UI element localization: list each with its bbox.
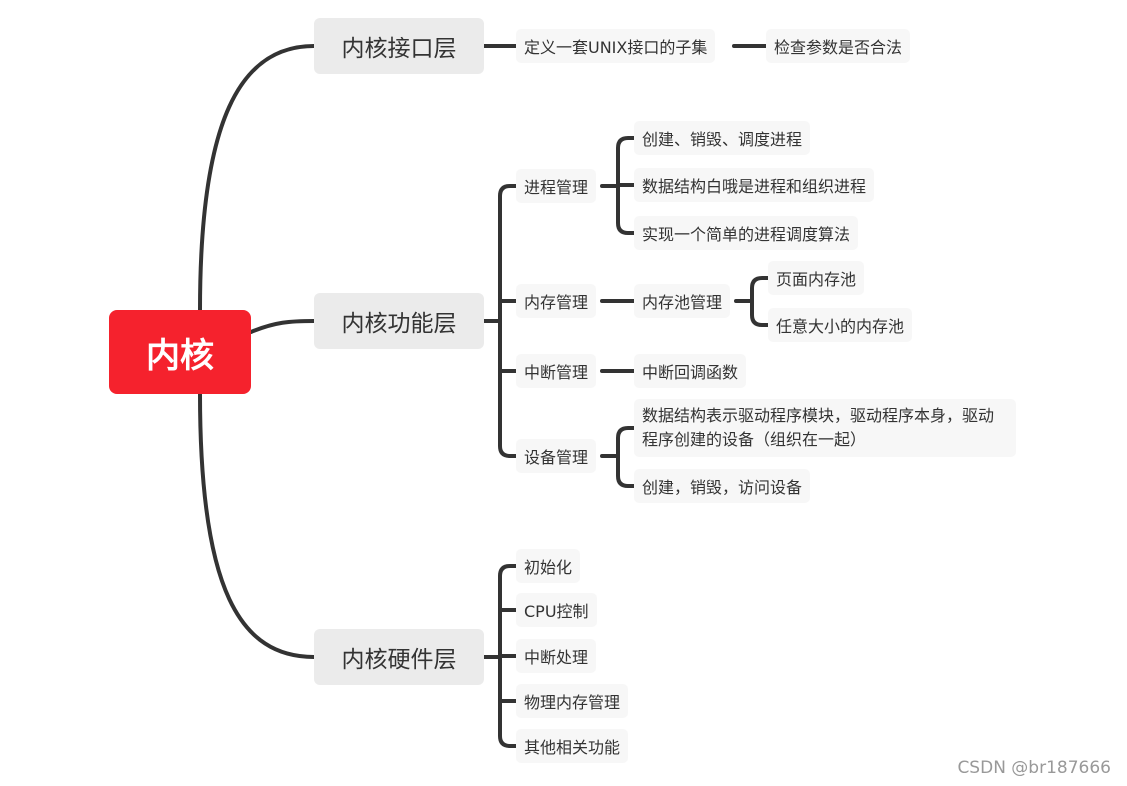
hardware-item-node[interactable]: 初始化 [516,549,581,583]
link-root-interface [198,44,316,312]
memory-pool-node[interactable]: 内存池管理 [634,284,731,318]
process-item-node[interactable]: 创建、销毁、调度进程 [634,121,811,155]
device-item-node[interactable]: 数据结构表示驱动程序模块，驱动程序本身，驱动程序创建的设备（组织在一起） [634,399,1016,457]
link-root-hardware [198,392,316,659]
link-process-bracket [600,136,636,235]
link-device-bracket [600,426,636,488]
device-item-node[interactable]: 创建，销毁，访问设备 [634,469,811,503]
hardware-item-node[interactable]: 其他相关功能 [516,729,629,763]
memory-management-node[interactable]: 内存管理 [516,284,597,318]
memory-pool-item-node[interactable]: 任意大小的内存池 [768,308,913,342]
link-hardware-bracket [482,564,518,748]
layer-function-node[interactable]: 内核功能层 [314,293,484,349]
interrupt-management-node[interactable]: 中断管理 [516,354,597,388]
link-function-bracket [482,184,518,458]
interrupt-callback-node[interactable]: 中断回调函数 [634,354,747,388]
root-node[interactable]: 内核 [109,310,251,394]
memory-pool-item-node[interactable]: 页面内存池 [768,261,865,295]
device-management-node[interactable]: 设备管理 [516,439,597,473]
interface-subset-node[interactable]: 定义一套UNIX接口的子集 [516,29,716,63]
interface-check-node[interactable]: 检查参数是否合法 [766,29,911,63]
hardware-item-node[interactable]: 中断处理 [516,639,597,673]
hardware-item-node[interactable]: CPU控制 [516,593,597,627]
link-root-function [249,319,316,334]
process-item-node[interactable]: 实现一个简单的进程调度算法 [634,216,859,250]
layer-interface-node[interactable]: 内核接口层 [314,18,484,74]
process-management-node[interactable]: 进程管理 [516,169,597,203]
watermark-text: CSDN @br187666 [957,758,1111,778]
link-pool-bracket [734,276,770,327]
process-item-node[interactable]: 数据结构白哦是进程和组织进程 [634,168,875,202]
hardware-item-node[interactable]: 物理内存管理 [516,684,629,718]
layer-hardware-node[interactable]: 内核硬件层 [314,629,484,685]
